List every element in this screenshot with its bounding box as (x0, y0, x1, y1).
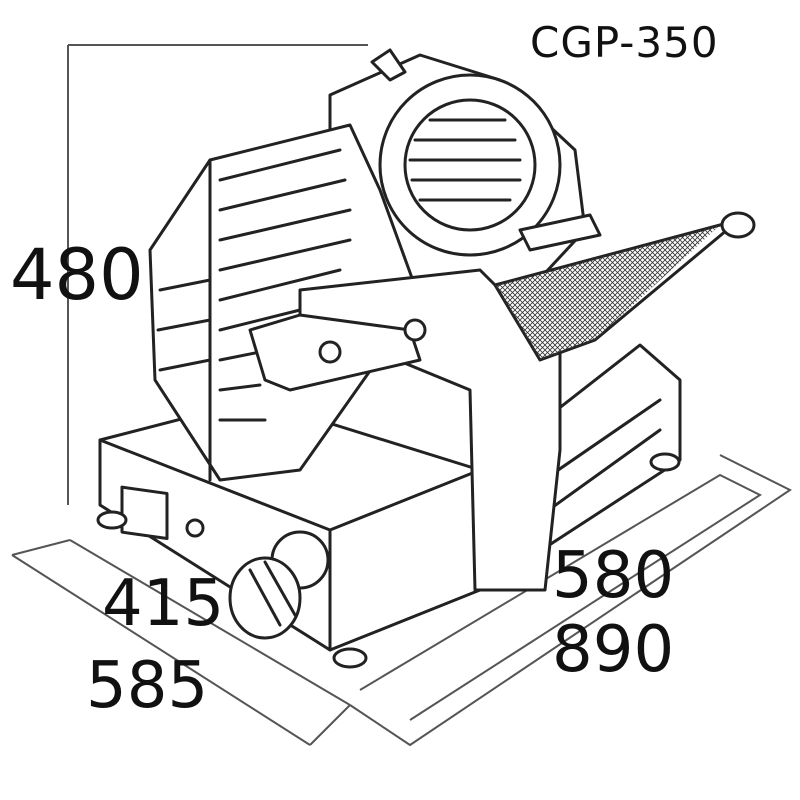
model-label: CGP-350 (530, 18, 719, 67)
power-switch (120, 485, 169, 540)
base-depth-dimension: 415 (102, 567, 225, 641)
foot (332, 647, 368, 669)
indicator-light (185, 518, 205, 538)
carriage-handle-end (720, 211, 756, 239)
foot (649, 452, 681, 472)
total-depth-dimension: 585 (86, 649, 209, 723)
foot (96, 510, 128, 530)
total-width-dimension: 890 (552, 613, 675, 687)
dimension-lines (11, 44, 792, 747)
carriage (248, 211, 756, 592)
base-width-dimension: 580 (552, 539, 675, 613)
blade-housing (148, 48, 587, 482)
height-dimension: 480 (10, 234, 144, 316)
sharpener-knob (370, 48, 407, 82)
